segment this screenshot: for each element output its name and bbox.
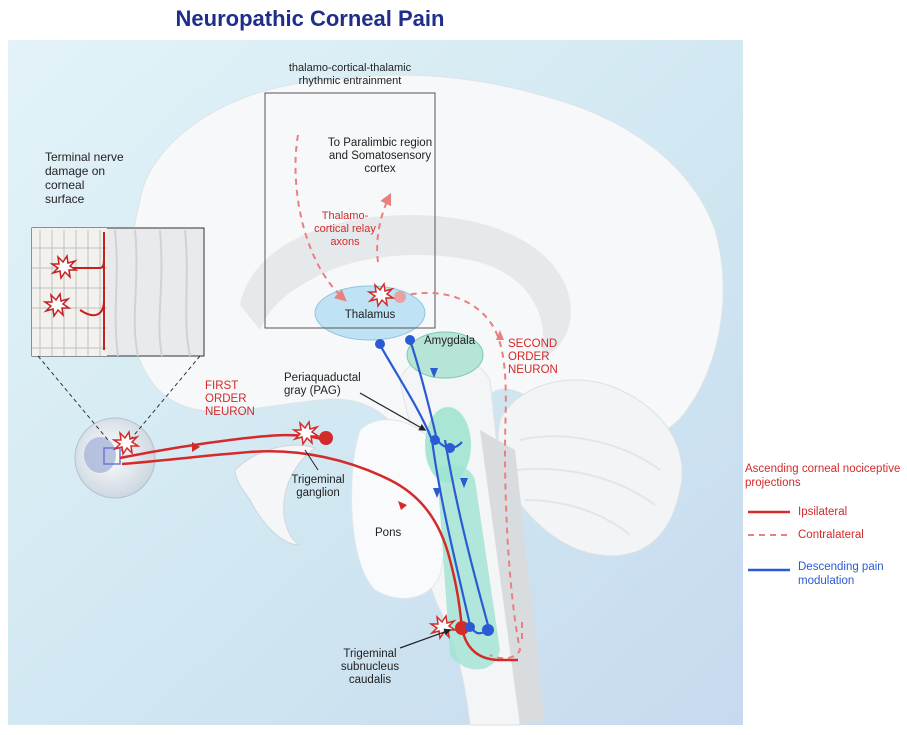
legend-contralateral: Contralateral: [798, 528, 864, 542]
legend-descending: Descending pain modulation: [798, 560, 903, 588]
pag-label: Periaquaductal gray (PAG): [284, 372, 374, 398]
subnucleus-label: Trigeminal subnucleus caudalis: [330, 648, 410, 687]
terminal-damage-label: Terminal nerve damage on corneal surface: [45, 150, 125, 206]
legend-ipsilateral: Ipsilateral: [798, 505, 847, 519]
amygdala-label: Amygdala: [424, 335, 484, 348]
pons-label: Pons: [375, 527, 425, 540]
relay-axons-label: Thalamo-cortical relay axons: [305, 210, 385, 249]
thalamus-label: Thalamus: [330, 309, 410, 322]
iris: [84, 437, 116, 473]
legend-title: Ascending corneal nociceptive projection…: [745, 462, 905, 490]
box-caption: thalamo-cortical-thalamic rhythmic entra…: [270, 62, 430, 88]
trigeminal-ganglion-label: Trigeminal ganglion: [283, 474, 353, 500]
second-order-label: SECOND ORDER NEURON: [508, 338, 578, 377]
paralimbic-label: To Paralimbic region and Somatosensory c…: [325, 137, 435, 176]
first-order-label: FIRST ORDER NEURON: [205, 380, 275, 419]
